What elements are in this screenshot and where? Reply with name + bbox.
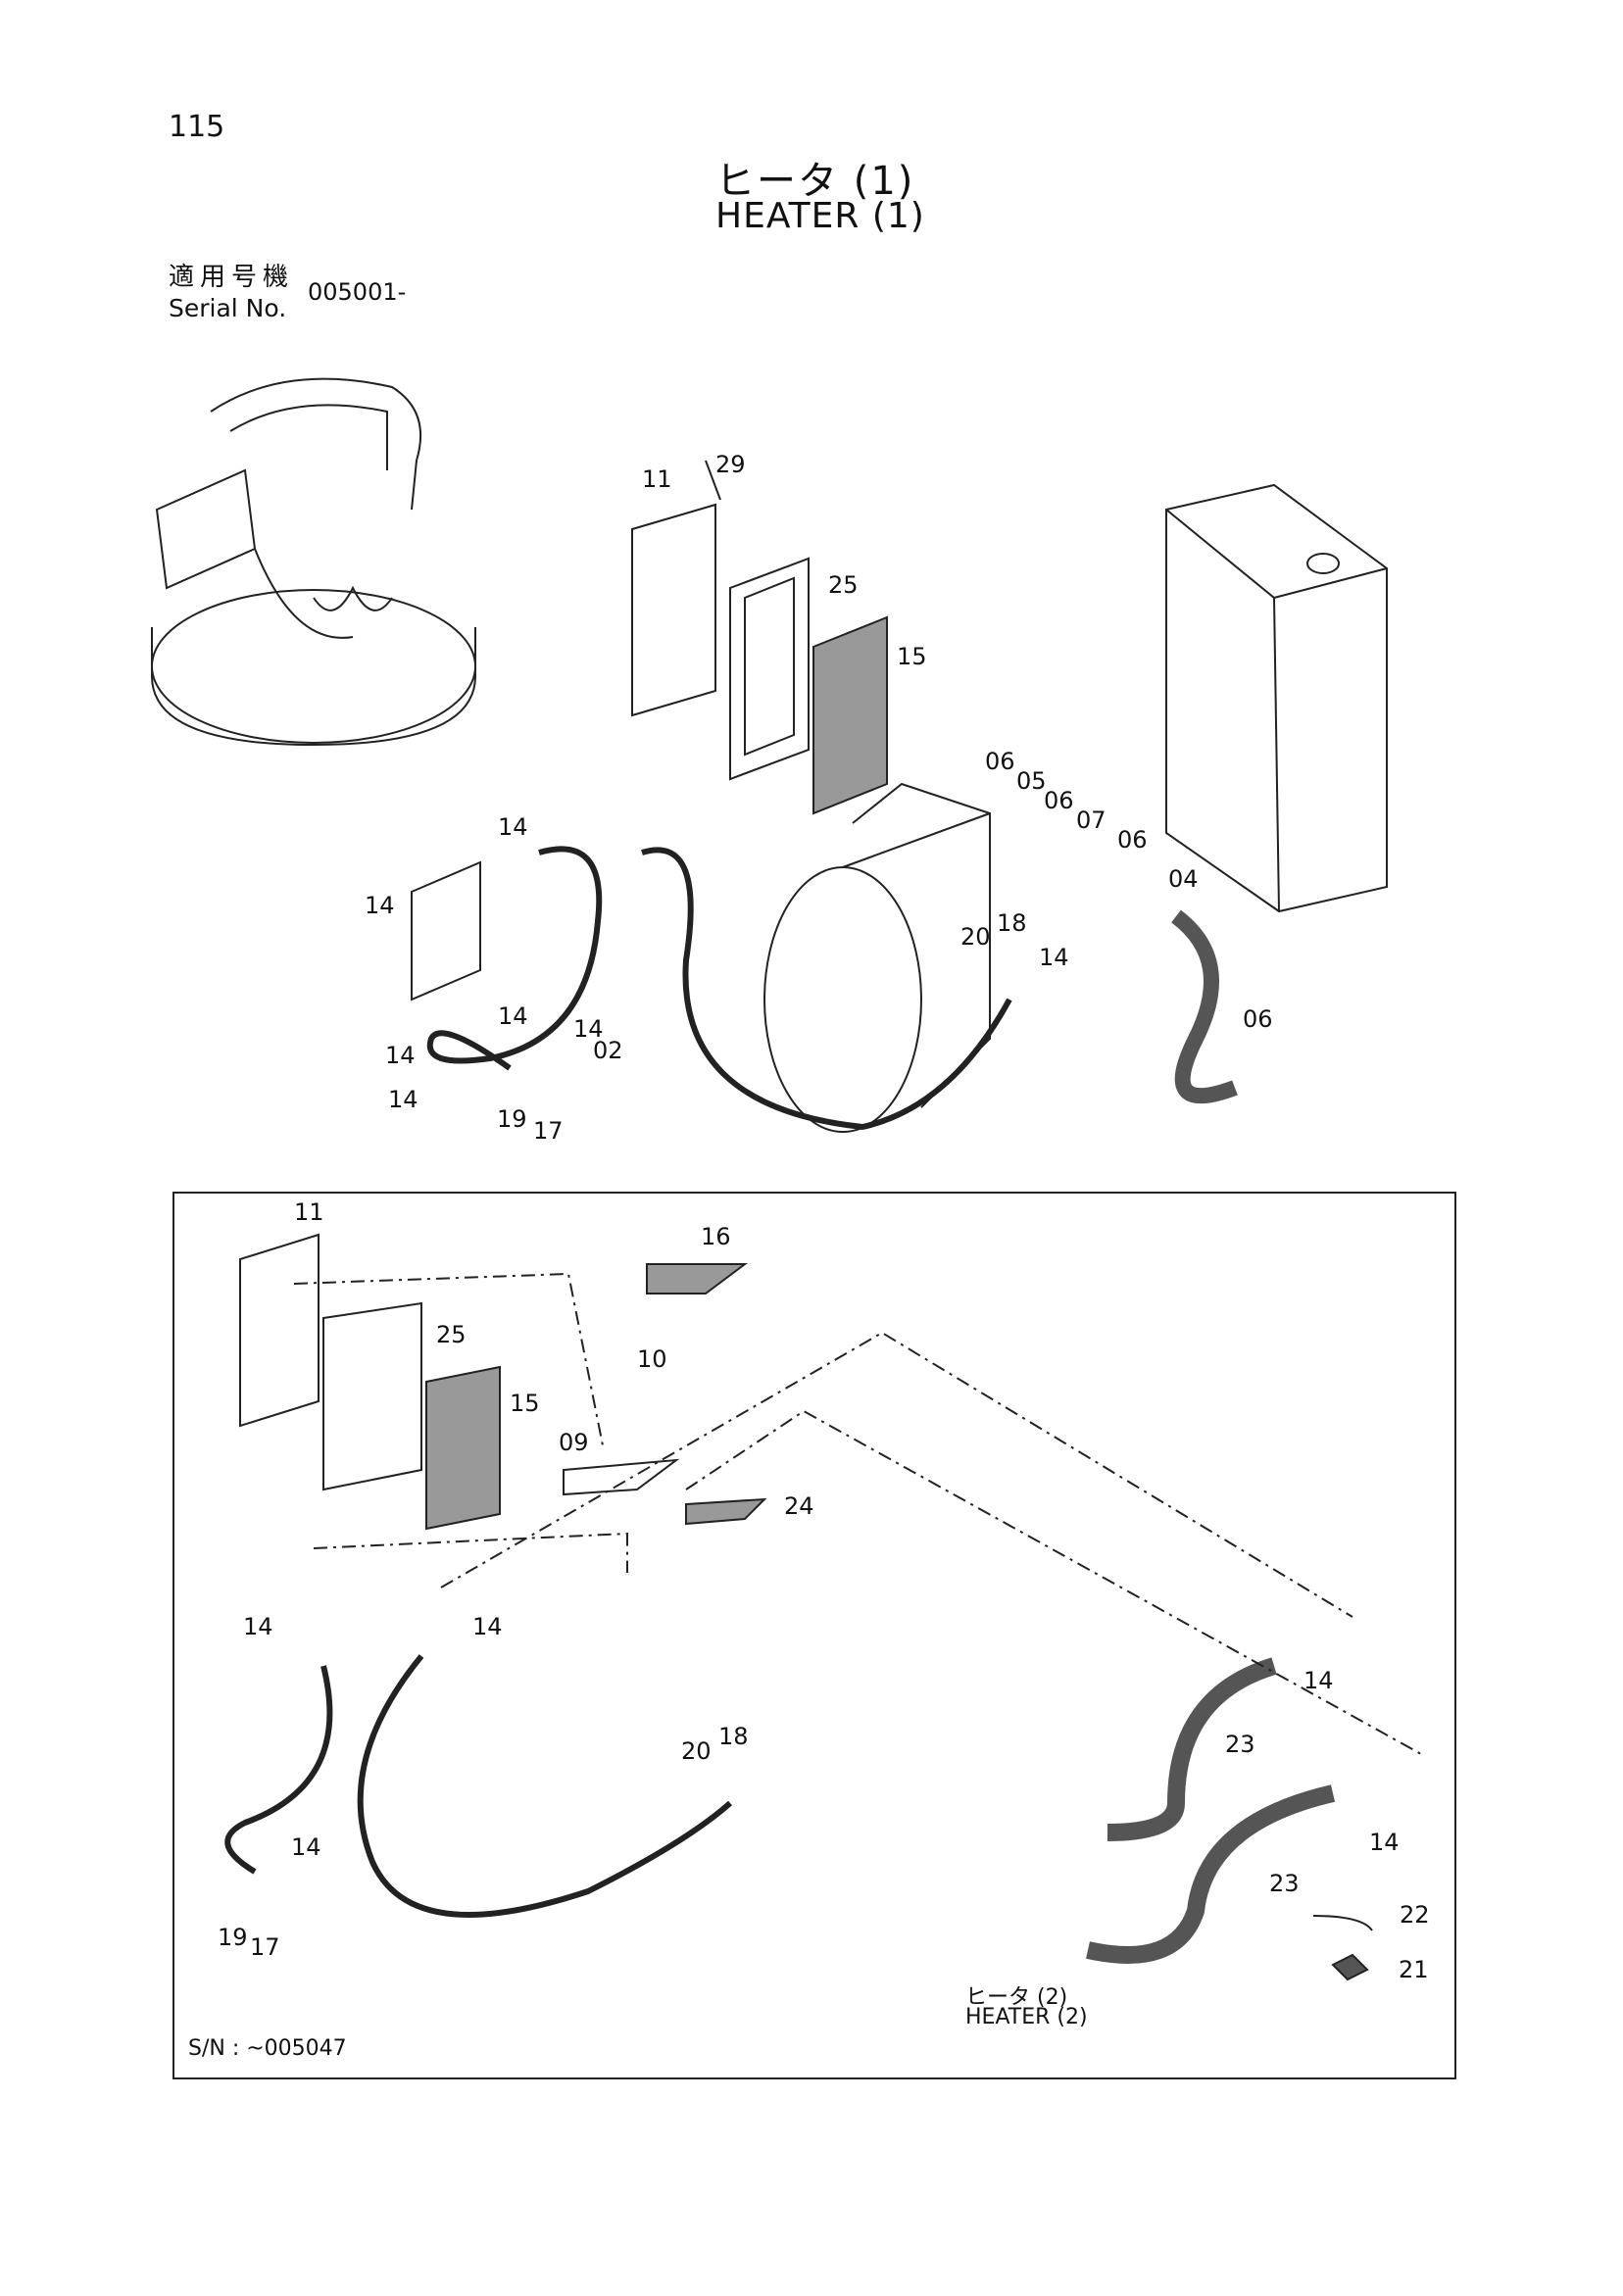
main-callout-15: 15 [897,643,927,670]
main-callout-14: 14 [365,892,395,919]
main-callout-14: 14 [573,1015,604,1043]
main-callout-14: 14 [498,813,528,841]
page-title-jp: ヒータ (1) [715,159,915,204]
serial-label-en: Serial No. [169,294,287,322]
inset-callout-11: 11 [294,1198,324,1226]
inset-callout-17: 17 [250,1933,280,1961]
inset-callout-25: 25 [436,1321,467,1348]
inset-callout-14: 14 [1369,1829,1400,1856]
page-number: 115 [169,110,225,144]
main-callout-17: 17 [533,1117,564,1145]
inset-frame [172,1192,1456,2079]
main-callout-25: 25 [828,571,859,599]
main-callout-02: 02 [593,1037,623,1064]
inset-callout-16: 16 [701,1223,731,1250]
page-title-en: HEATER (1) [715,196,925,236]
main-hoses [411,846,1238,1131]
main-callout-06: 06 [1117,826,1148,854]
inset-heater2-label-jp: ヒータ (2) [965,1985,1068,2010]
main-callout-14: 14 [498,1002,528,1030]
inset-callout-14: 14 [472,1613,503,1640]
inset-callout-19: 19 [218,1924,248,1951]
inset-callout-23: 23 [1269,1870,1300,1897]
main-callout-04: 04 [1168,865,1199,893]
machine-overview-sketch [151,377,476,747]
inset-callout-14: 14 [1303,1667,1334,1694]
main-callout-19: 19 [497,1105,527,1133]
inset-callout-14: 14 [243,1613,273,1640]
main-callout-14: 14 [385,1042,416,1069]
inset-callout-09: 09 [559,1429,589,1456]
inset-callout-20: 20 [681,1737,712,1765]
inset-callout-15: 15 [510,1390,540,1417]
main-callout-06: 06 [1243,1005,1273,1033]
main-callout-07: 07 [1076,806,1107,834]
inset-serial-range: S/N : ~005047 [188,2036,347,2061]
main-callout-14: 14 [388,1086,418,1113]
inset-callout-10: 10 [637,1345,667,1373]
radiator-sketch [1165,483,1388,913]
main-callout-14: 14 [1039,944,1069,971]
main-callout-11: 11 [642,465,672,493]
inset-callout-23: 23 [1225,1731,1255,1758]
inset-callout-14: 14 [291,1833,321,1861]
heater-unit-sketch [763,782,991,1133]
inset-parts [224,1233,1373,1981]
inset-heater2-label-en: HEATER (2) [965,2005,1088,2029]
inset-callout-18: 18 [718,1723,749,1750]
inset-leader-lines [293,1272,1422,1755]
inset-callout-24: 24 [784,1492,814,1520]
inset-callout-22: 22 [1400,1901,1430,1929]
main-callout-20: 20 [960,923,991,951]
main-callout-05: 05 [1016,767,1047,795]
main-callout-18: 18 [997,909,1027,937]
main-callout-06: 06 [1044,787,1074,814]
inset-callout-21: 21 [1399,1956,1429,1983]
main-filter-assembly [631,460,888,815]
main-callout-06: 06 [985,748,1015,775]
serial-value: 005001- [308,278,407,306]
main-callout-29: 29 [715,451,746,478]
serial-label-jp: 適用号機 [169,263,295,292]
